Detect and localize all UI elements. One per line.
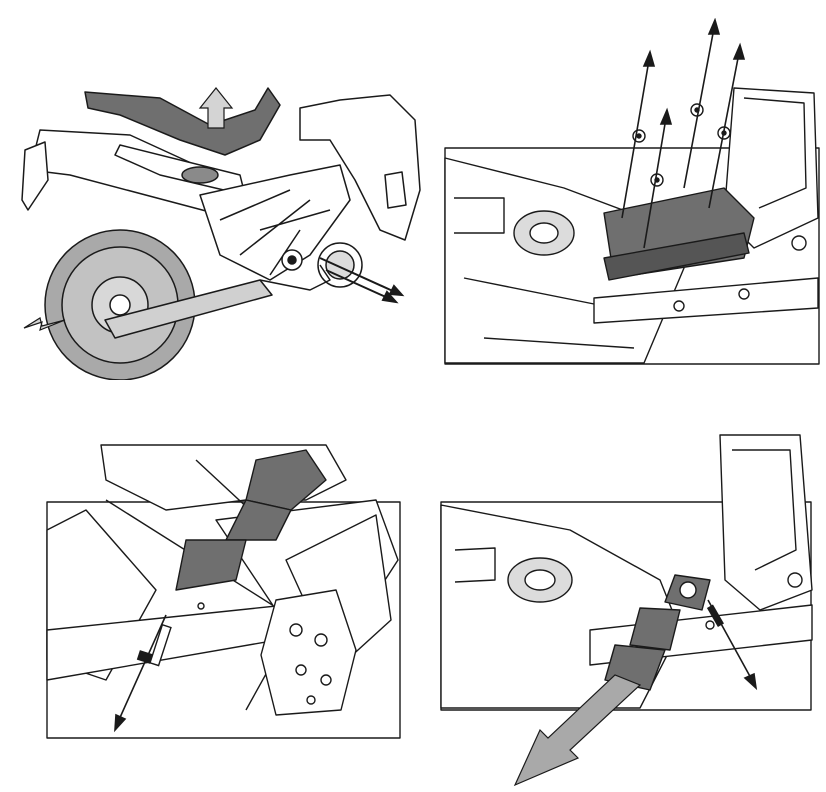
motorcycle-overview-illustration xyxy=(21,87,421,380)
removal-arrow-icon xyxy=(23,317,66,331)
up-arrow-icon xyxy=(198,87,234,129)
under-seat-fasteners-panel xyxy=(444,18,820,366)
motorcycle-overview-panel xyxy=(10,80,430,380)
cable-bolt-removal-illustration xyxy=(440,434,813,787)
frame xyxy=(199,164,351,281)
under-seat-fasteners-illustration xyxy=(444,18,820,365)
seat xyxy=(84,87,281,156)
pull-arrow-icon xyxy=(513,674,642,787)
fuel-tank-cover xyxy=(299,94,421,241)
frame-bolt-removal-panel xyxy=(46,440,402,740)
rubber-boot xyxy=(175,449,327,591)
removal-arrow-icon xyxy=(114,614,167,733)
removal-arrow-icon xyxy=(621,18,746,249)
bolt-removal-arrows xyxy=(319,257,405,304)
removal-arrow-icon xyxy=(707,599,758,691)
swingarm xyxy=(104,279,273,339)
cable-bolt-removal-panel xyxy=(440,430,820,792)
frame-bolt-removal-illustration xyxy=(46,444,401,739)
bracket-plate xyxy=(260,589,357,716)
